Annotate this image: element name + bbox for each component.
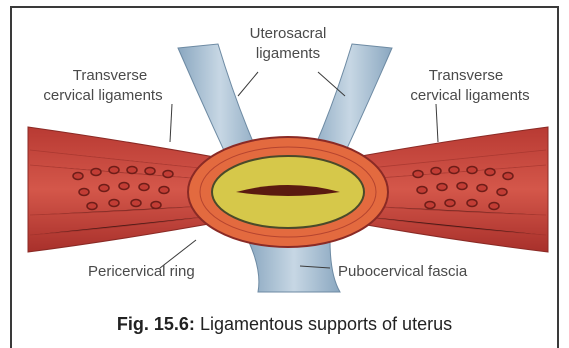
transverse-right-label-line1: Transverse xyxy=(429,67,503,84)
pubocervical-label: Pubocervical fascia xyxy=(338,263,468,280)
caption-number: Fig. 15.6: xyxy=(117,314,195,334)
pericervical-label: Pericervical ring xyxy=(88,263,195,280)
uterosacral-label-line1: Uterosacral xyxy=(250,25,327,42)
uterosacral-label-line2: ligaments xyxy=(256,45,320,62)
transverse-left-label-line2: cervical ligaments xyxy=(43,87,162,104)
transverse-left-label-line1: Transverse xyxy=(73,67,147,84)
transverse-right-label-line2: cervical ligaments xyxy=(410,87,529,104)
figure-caption: Fig. 15.6: Ligamentous supports of uteru… xyxy=(0,314,569,335)
caption-text: Ligamentous supports of uterus xyxy=(195,314,452,334)
